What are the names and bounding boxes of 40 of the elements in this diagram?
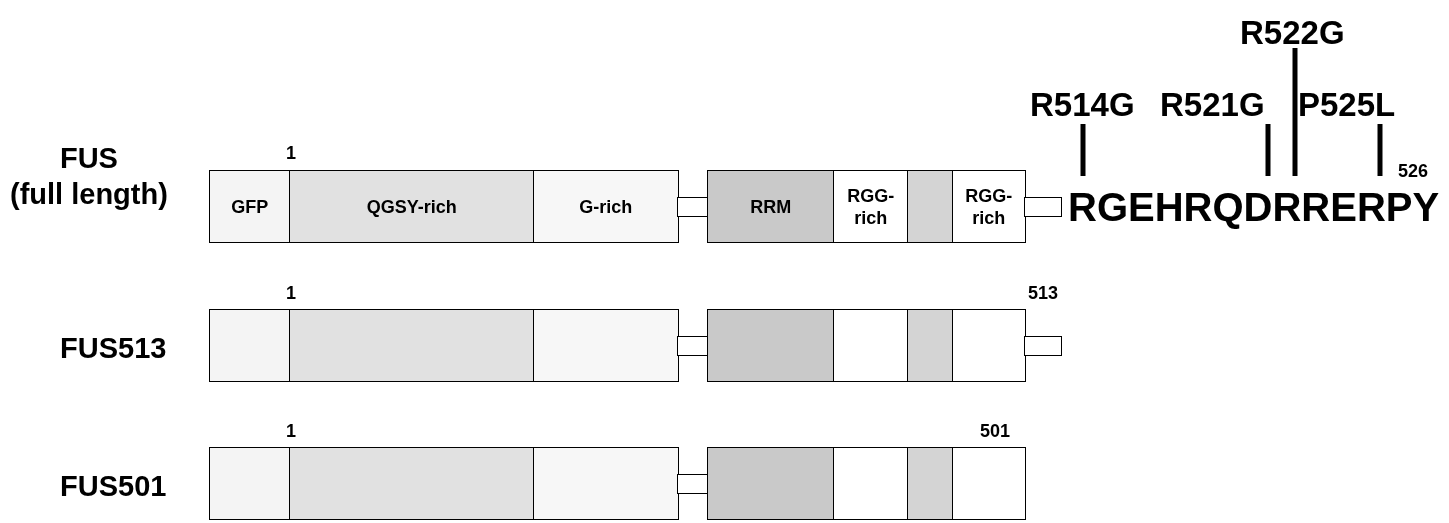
construct-name: FUS513 bbox=[60, 331, 167, 366]
domain-box: RRM bbox=[707, 170, 835, 243]
construct-name: FUS (full length) bbox=[10, 141, 168, 213]
mutation-label: P525L bbox=[1298, 85, 1396, 125]
mutation-label: R521G bbox=[1160, 85, 1265, 125]
domain-box: G-rich bbox=[533, 170, 679, 243]
residue-number: 1 bbox=[286, 420, 296, 443]
linker-box bbox=[1024, 336, 1062, 356]
linker-box bbox=[677, 197, 709, 217]
domain-box bbox=[289, 309, 535, 382]
residue-number: 513 bbox=[1028, 282, 1059, 305]
domain-box bbox=[907, 170, 954, 243]
residue-number: 526 bbox=[1398, 160, 1429, 183]
linker-box bbox=[677, 474, 709, 494]
domain-box bbox=[533, 309, 679, 382]
domain-box bbox=[907, 447, 954, 520]
domain-box: GFP bbox=[209, 170, 291, 243]
domain-box bbox=[907, 309, 954, 382]
domain-box bbox=[952, 309, 1026, 382]
linker-box bbox=[1024, 197, 1062, 217]
domain-box bbox=[209, 309, 291, 382]
domain-box: RGG-rich bbox=[952, 170, 1026, 243]
residue-number: 1 bbox=[286, 142, 296, 165]
domain-box bbox=[833, 309, 909, 382]
domain-box bbox=[952, 447, 1026, 520]
domain-box bbox=[833, 447, 909, 520]
domain-box: RGG-rich bbox=[833, 170, 909, 243]
residue-number: 501 bbox=[980, 420, 1011, 443]
domain-box bbox=[707, 309, 835, 382]
construct-name: FUS501 bbox=[60, 469, 167, 504]
domain-box bbox=[289, 447, 535, 520]
sequence-text: RGEHRQDRRERPY bbox=[1068, 184, 1440, 231]
mutation-label: R522G bbox=[1240, 13, 1345, 53]
domain-box bbox=[707, 447, 835, 520]
residue-number: 1 bbox=[286, 282, 296, 305]
linker-box bbox=[677, 336, 709, 356]
domain-box bbox=[533, 447, 679, 520]
domain-box bbox=[209, 447, 291, 520]
mutation-label: R514G bbox=[1030, 85, 1135, 125]
domain-box: QGSY-rich bbox=[289, 170, 535, 243]
